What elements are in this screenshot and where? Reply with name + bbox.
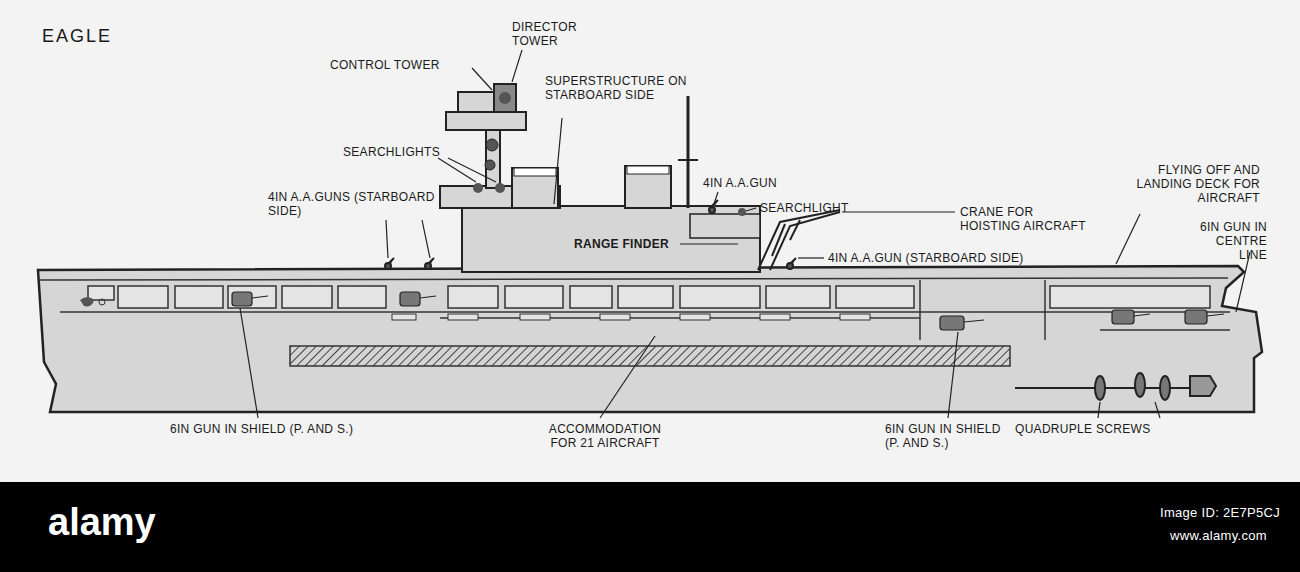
- callout-label: 4IN A.A.GUN (STARBOARD SIDE): [828, 251, 1024, 265]
- callout-label: 6IN GUN IN CENTRE LINE: [1185, 220, 1267, 262]
- callout-label: 4IN A.A.GUNS (STARBOARD SIDE): [268, 190, 443, 218]
- watermark: alamy: [48, 500, 156, 544]
- callout-label: SEARCHLIGHTS: [343, 145, 440, 159]
- callout-label: 6IN GUN IN SHIELD (P. AND S.): [885, 422, 1015, 450]
- callout-label: SEARCHLIGHT: [760, 201, 849, 215]
- callout-label: CONTROL TOWER: [330, 58, 440, 72]
- watermark: www.alamy.com: [1170, 528, 1267, 544]
- callout-label: FLYING OFF AND LANDING DECK FOR AIRCRAFT: [1105, 163, 1260, 205]
- callout-label: CRANE FOR HOISTING AIRCRAFT: [960, 205, 1090, 233]
- callout-label: DIRECTOR TOWER: [512, 20, 592, 48]
- callout-label: RANGE FINDER: [572, 237, 671, 251]
- callout-label: SUPERSTRUCTURE ON STARBOARD SIDE: [545, 74, 695, 102]
- callout-label: 4IN A.A.GUN: [703, 176, 777, 190]
- callout-label: ACCOMMODATION FOR 21 AIRCRAFT: [545, 422, 665, 450]
- callout-label: QUADRUPLE SCREWS: [1015, 422, 1151, 436]
- watermark: Image ID: 2E7P5CJ: [1160, 505, 1280, 521]
- diagram-title: EAGLE: [42, 26, 112, 47]
- callout-label: 6IN GUN IN SHIELD (P. AND S.): [170, 422, 353, 436]
